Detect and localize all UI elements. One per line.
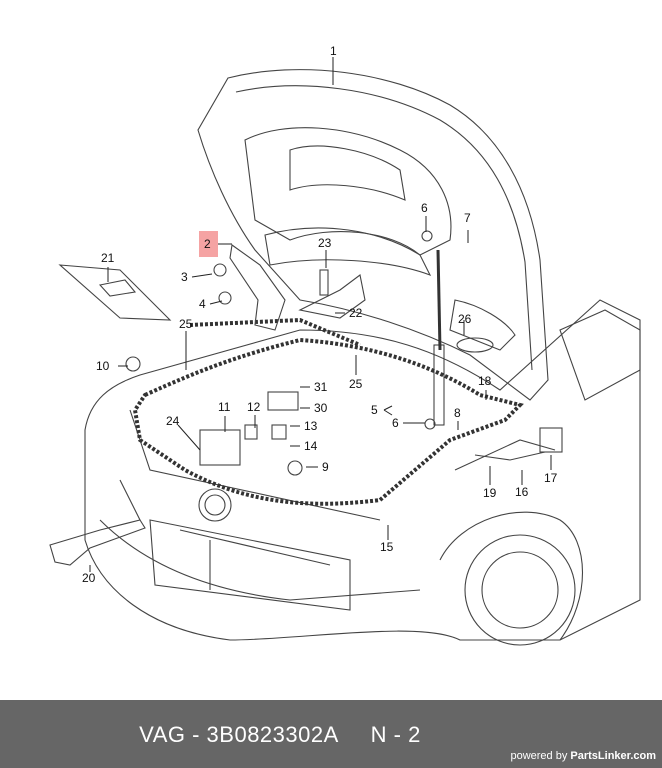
label-5: 5 [371,403,378,417]
part-labels: 1 2 3 4 5 6 6 7 8 9 10 11 12 13 14 15 16… [82,44,558,585]
label-12: 12 [247,400,261,414]
footer-bar: VAG - 3B0823302A N - 2 powered by PartsL… [0,700,662,768]
seal-front [189,317,361,347]
label-25-center: 25 [349,377,363,391]
label-23: 23 [318,236,332,250]
label-22: 22 [349,306,363,320]
label-9: 9 [322,460,329,474]
part-number-title: VAG - 3B0823302A N - 2 [139,722,421,747]
label-4: 4 [199,297,206,311]
highlight-box-2 [199,231,218,257]
hinge-parts [49,244,563,566]
label-13: 13 [304,419,318,433]
label-18: 18 [478,374,492,388]
hood-seal [132,337,524,506]
label-10: 10 [96,359,110,373]
label-3: 3 [181,270,188,284]
label-8: 8 [454,406,461,420]
label-11: 11 [218,400,231,414]
label-15: 15 [380,540,394,554]
label-6-bottom: 6 [392,416,399,430]
label-2: 2 [204,237,211,251]
label-7: 7 [464,211,471,225]
label-26: 26 [458,312,472,326]
gas-strut [421,230,445,430]
label-20: 20 [82,571,96,585]
car-body [84,299,641,646]
label-30: 30 [314,401,328,415]
label-1: 1 [330,44,337,58]
label-16: 16 [515,485,529,499]
label-25-left: 25 [179,317,193,331]
parts-diagram: 1 2 3 4 5 6 6 7 8 9 10 11 12 13 14 15 16… [49,44,641,646]
label-21: 21 [101,251,115,265]
powered-by-text: powered by [510,750,571,762]
label-6-top: 6 [421,201,428,215]
label-31: 31 [314,380,328,394]
brand-name: PartsLinker.com [570,750,656,762]
label-14: 14 [304,439,318,453]
label-19: 19 [483,486,497,500]
powered-by[interactable]: powered by PartsLinker.com [510,750,656,762]
label-24: 24 [166,414,180,428]
hood [197,69,549,401]
leader-lines [89,57,552,572]
label-17: 17 [544,471,558,485]
